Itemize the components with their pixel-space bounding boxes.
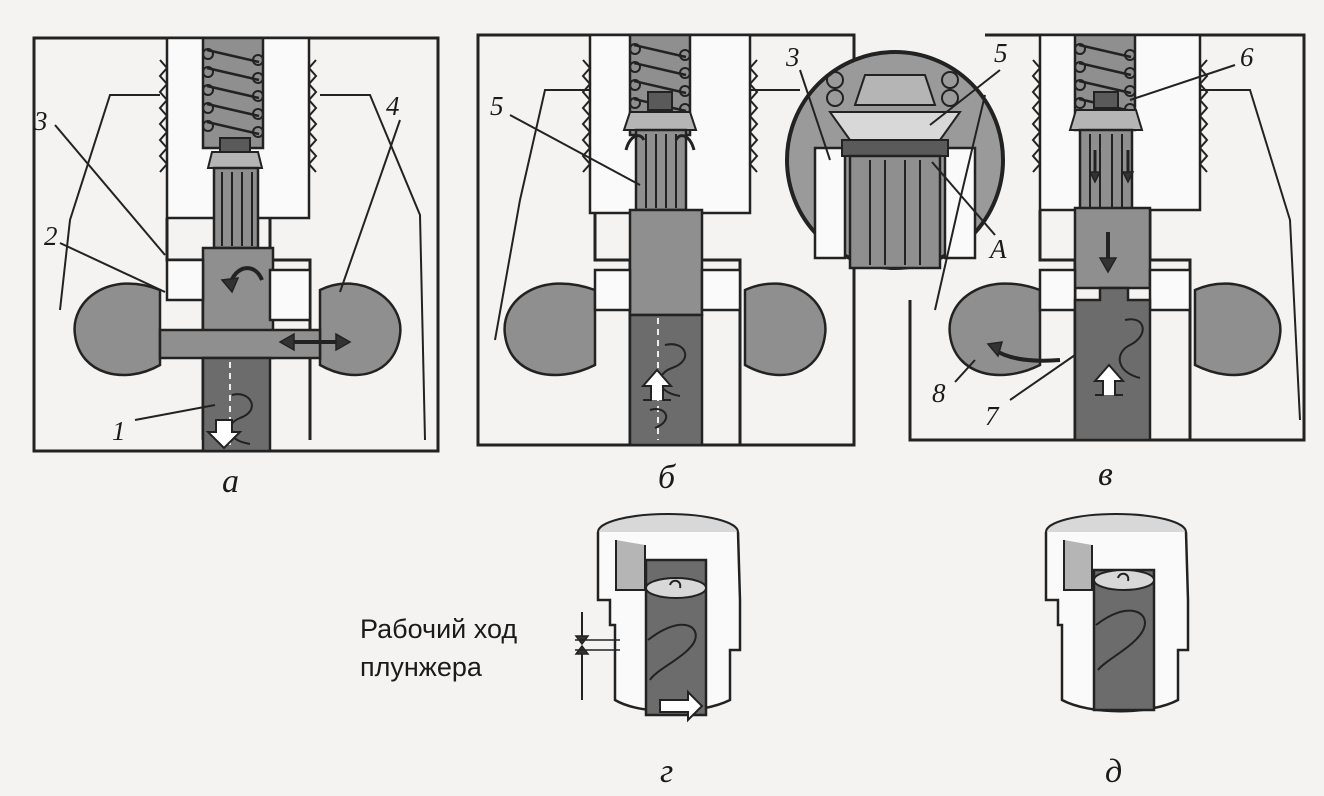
thread-left	[581, 59, 592, 173]
fuel-gallery-right	[1193, 282, 1282, 377]
plunger-down-arrow-icon	[205, 419, 243, 450]
callout-5: 5	[490, 91, 504, 121]
flow-arrow-icon	[220, 277, 240, 294]
plunger-up-arrow-icon	[1092, 363, 1126, 396]
leader-detail-A	[931, 161, 996, 236]
pump-body-outline	[934, 89, 1301, 421]
leader-4	[339, 119, 401, 293]
flow-arrow-icon	[659, 689, 704, 723]
leader-3	[54, 124, 166, 256]
panel-caption-b: б	[658, 459, 677, 496]
over-plunger-space	[1073, 206, 1152, 290]
barrel-cut-face	[615, 540, 646, 591]
leader-8	[954, 359, 976, 383]
inlet-port	[593, 268, 632, 312]
dimension-extension-lines	[575, 639, 620, 651]
callout-2: 2	[44, 221, 58, 251]
callout-detail-5: 5	[994, 38, 1008, 68]
spring-icon	[629, 43, 691, 115]
callout-detail-3: 3	[785, 42, 800, 72]
panel-caption-d: д	[1105, 753, 1122, 790]
leader-detail-3	[799, 69, 831, 161]
thread-right	[307, 59, 318, 173]
fuel-gallery-left	[73, 282, 162, 377]
callout-4: 4	[386, 91, 400, 121]
leader-1	[134, 404, 216, 421]
panel-v: 6 7 8 в	[908, 33, 1306, 493]
callout-8: 8	[932, 378, 946, 408]
detail-relief-band-A	[841, 139, 949, 157]
plunger-center-hole	[1117, 572, 1130, 582]
delivery-valve-icon	[206, 137, 264, 250]
thread-left	[1031, 59, 1042, 173]
panel-b: 5 б	[476, 33, 856, 496]
callout-3: 3	[33, 106, 48, 136]
delivery-valve-icon	[1068, 91, 1144, 212]
callout-1: 1	[112, 416, 126, 446]
stroke-label-line1: Рабочий ход	[360, 614, 517, 644]
plunger-top	[645, 577, 707, 599]
plunger-up-arrow-icon	[640, 368, 674, 401]
panel-caption-g: г	[660, 753, 673, 790]
cutoff-port	[700, 268, 742, 312]
pump-body-outline	[494, 89, 800, 341]
detail-valve-stem	[848, 154, 942, 270]
leader-2	[59, 242, 166, 293]
plunger-center-hole	[669, 579, 682, 589]
detail-valve-top	[853, 74, 937, 106]
cutoff-port-4	[268, 268, 312, 322]
panel-d: д	[1044, 513, 1190, 790]
flow-arrow-icon	[278, 332, 352, 352]
plunger-helix-icon	[1118, 318, 1144, 379]
detail-stem-flutes	[869, 160, 921, 265]
panel-caption-v: в	[1098, 456, 1113, 493]
dimension-arrow-icon	[574, 635, 590, 655]
pump-body-outline	[59, 94, 426, 441]
thread-right	[1198, 59, 1209, 173]
delivery-valve-icon	[622, 91, 698, 212]
cutoff-port	[1148, 268, 1192, 312]
plunger-top	[1093, 569, 1155, 591]
callout-7: 7	[985, 401, 1000, 431]
detail-spring-coil	[941, 89, 959, 107]
detail-spring-coil	[826, 71, 844, 89]
fuel-gallery-left	[503, 282, 597, 377]
spring-icon	[1074, 43, 1136, 115]
plunger	[1073, 286, 1152, 442]
thread-right	[748, 59, 759, 173]
plunger-cutaway	[1092, 568, 1156, 712]
plunger-helix-icon	[647, 623, 697, 681]
barrel-cut-face	[1063, 540, 1093, 591]
leader-6	[1129, 64, 1236, 101]
detail-magnifier: 3 5 A	[785, 38, 1008, 270]
leader-detail-5	[929, 69, 1001, 126]
detail-spring-coil	[826, 89, 844, 107]
callout-detail-A: A	[988, 234, 1007, 264]
panel-a: 3 2 4 1 а	[32, 36, 440, 500]
detail-spring-coil	[941, 71, 959, 89]
inlet-port-2	[165, 258, 205, 302]
over-plunger-space	[628, 208, 704, 317]
callout-6: 6	[1240, 42, 1254, 72]
leader-5	[509, 114, 641, 186]
detail-housing-left	[813, 146, 847, 260]
spring-icon	[202, 48, 264, 138]
inlet-port	[1038, 268, 1077, 312]
panel-g: Рабочий ход плунжера г	[360, 513, 742, 790]
stroke-label-line2: плунжера	[360, 652, 483, 682]
thread-left	[158, 59, 169, 173]
leader-7	[1009, 354, 1076, 401]
flow-arrow-icon	[1098, 257, 1118, 274]
flow-arrow-icon	[986, 341, 1004, 358]
fuel-gallery-left-8	[948, 282, 1042, 377]
fuel-gallery-right	[743, 282, 827, 377]
fuel-gallery-right	[318, 282, 402, 377]
plunger-helix-icon	[1095, 609, 1146, 671]
panel-caption-a: а	[222, 463, 239, 500]
